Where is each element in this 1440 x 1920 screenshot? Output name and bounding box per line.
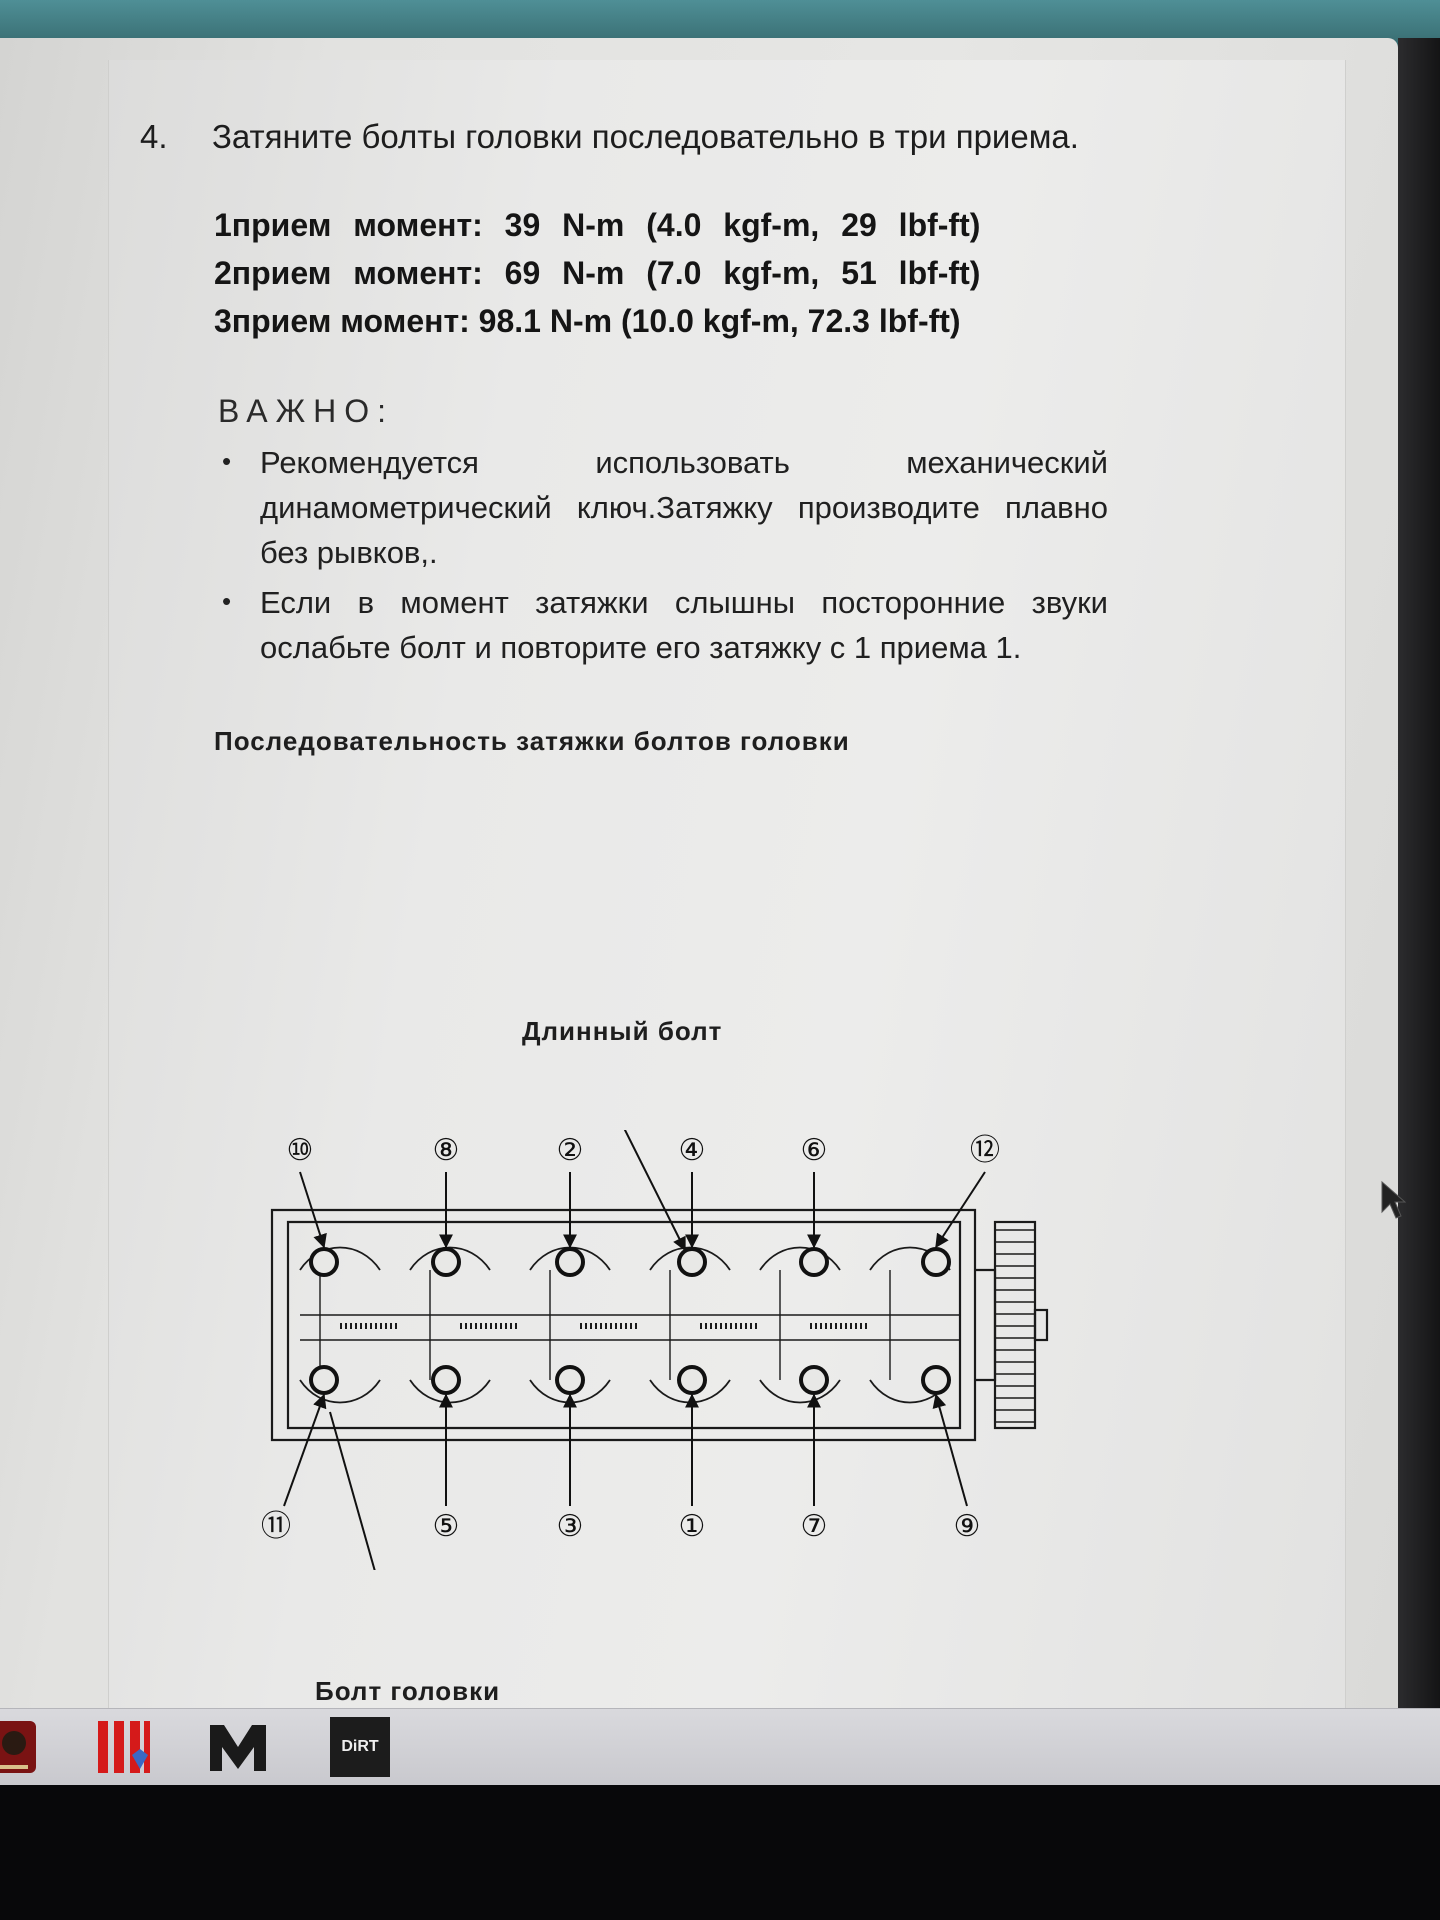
bolt-number-top: ⑫	[970, 1133, 1000, 1168]
bolt-number-top: ④	[679, 1133, 706, 1168]
bolt-hole-bottom	[431, 1365, 461, 1395]
torque-step-1: 1прием момент: 39 N-m (4.0 kgf-m, 29 lbf…	[214, 207, 981, 243]
bolt-arrow	[932, 1393, 968, 1507]
app-icon-red[interactable]	[0, 1717, 54, 1777]
bolt-hole-bottom	[677, 1365, 707, 1395]
bolt-number-bottom: ⑪	[261, 1509, 291, 1544]
bolt-number-top: ②	[557, 1133, 584, 1168]
callout-lines	[329, 1130, 686, 1570]
important-heading: ВАЖНО:	[218, 393, 395, 429]
torque-step-2: 2прием момент: 69 N-m (7.0 kgf-m, 51 lbf…	[214, 255, 981, 291]
step-text: Затяните болты головки последовательно в…	[212, 118, 1079, 155]
bolt-number-bottom: ⑤	[433, 1509, 460, 1544]
bullet-dot: •	[222, 446, 232, 476]
bolt-number-bottom: ③	[557, 1509, 584, 1544]
app-icon-stripes[interactable]	[96, 1717, 156, 1777]
cylinder-head-diagram: ⑩ ⑧ ② ④ ⑥ ⑫ ⑪ ⑤ ③ ① ⑦ ⑨	[261, 1130, 1049, 1570]
mouse-cursor-icon	[1381, 1180, 1406, 1219]
bolt-number-bottom: ①	[679, 1509, 706, 1544]
step-number: 4.	[140, 118, 168, 155]
monitor-bezel-bottom	[0, 1784, 1440, 1920]
bolt-arrow	[935, 1171, 986, 1249]
bolt-hole-bottom	[555, 1365, 585, 1395]
bolt-hole-top	[309, 1247, 339, 1277]
bolt-hole-bottom	[921, 1365, 951, 1395]
bolt-hole-bottom	[309, 1365, 339, 1395]
torque-step-3: 3прием момент: 98.1 N-m (10.0 kgf-m, 72.…	[214, 303, 961, 339]
important-item-1: Рекомендуется использовать механический …	[260, 445, 1108, 570]
app-icon-m[interactable]	[208, 1717, 268, 1777]
bolt-number-bottom: ⑨	[954, 1509, 981, 1544]
bolt-arrows	[283, 1171, 986, 1507]
bolt-number-top: ⑥	[801, 1133, 828, 1168]
bolt-hole-top	[799, 1247, 829, 1277]
bullet-dot: •	[222, 586, 232, 616]
important-item-2: Если в момент затяжки слышны посторонние…	[260, 585, 1108, 665]
bolt-number-top: ⑩	[287, 1133, 314, 1168]
bolt-holes-top	[309, 1247, 951, 1277]
bolt-holes-bottom	[309, 1365, 951, 1395]
app-icon-dirt[interactable]: DiRT	[330, 1717, 390, 1777]
cylinder-head-body	[270, 1208, 1049, 1442]
bolt-hole-top	[921, 1247, 951, 1277]
bolt-hole-top	[555, 1247, 585, 1277]
bolt-hole-top	[431, 1247, 461, 1277]
bolt-arrow	[299, 1171, 327, 1249]
label-head-bolt: Болт головки	[315, 1676, 501, 1706]
bolt-number-bottom: ⑦	[801, 1509, 828, 1544]
bolt-number-top: ⑧	[433, 1133, 460, 1168]
bolt-hole-bottom	[799, 1365, 829, 1395]
bolt-numbers-bottom: ⑪ ⑤ ③ ① ⑦ ⑨	[261, 1509, 980, 1544]
bolt-arrow	[283, 1393, 327, 1507]
bolt-numbers-top: ⑩ ⑧ ② ④ ⑥ ⑫	[287, 1133, 1000, 1168]
bolt-hole-top	[677, 1247, 707, 1277]
diagram-caption: Последовательность затяжки болтов головк…	[214, 726, 850, 756]
monitor-bezel-right	[1398, 38, 1440, 1710]
taskbar: DiRT	[0, 1708, 1440, 1785]
document-page	[108, 60, 1346, 1710]
label-long-bolt: Длинный болт	[522, 1016, 723, 1046]
